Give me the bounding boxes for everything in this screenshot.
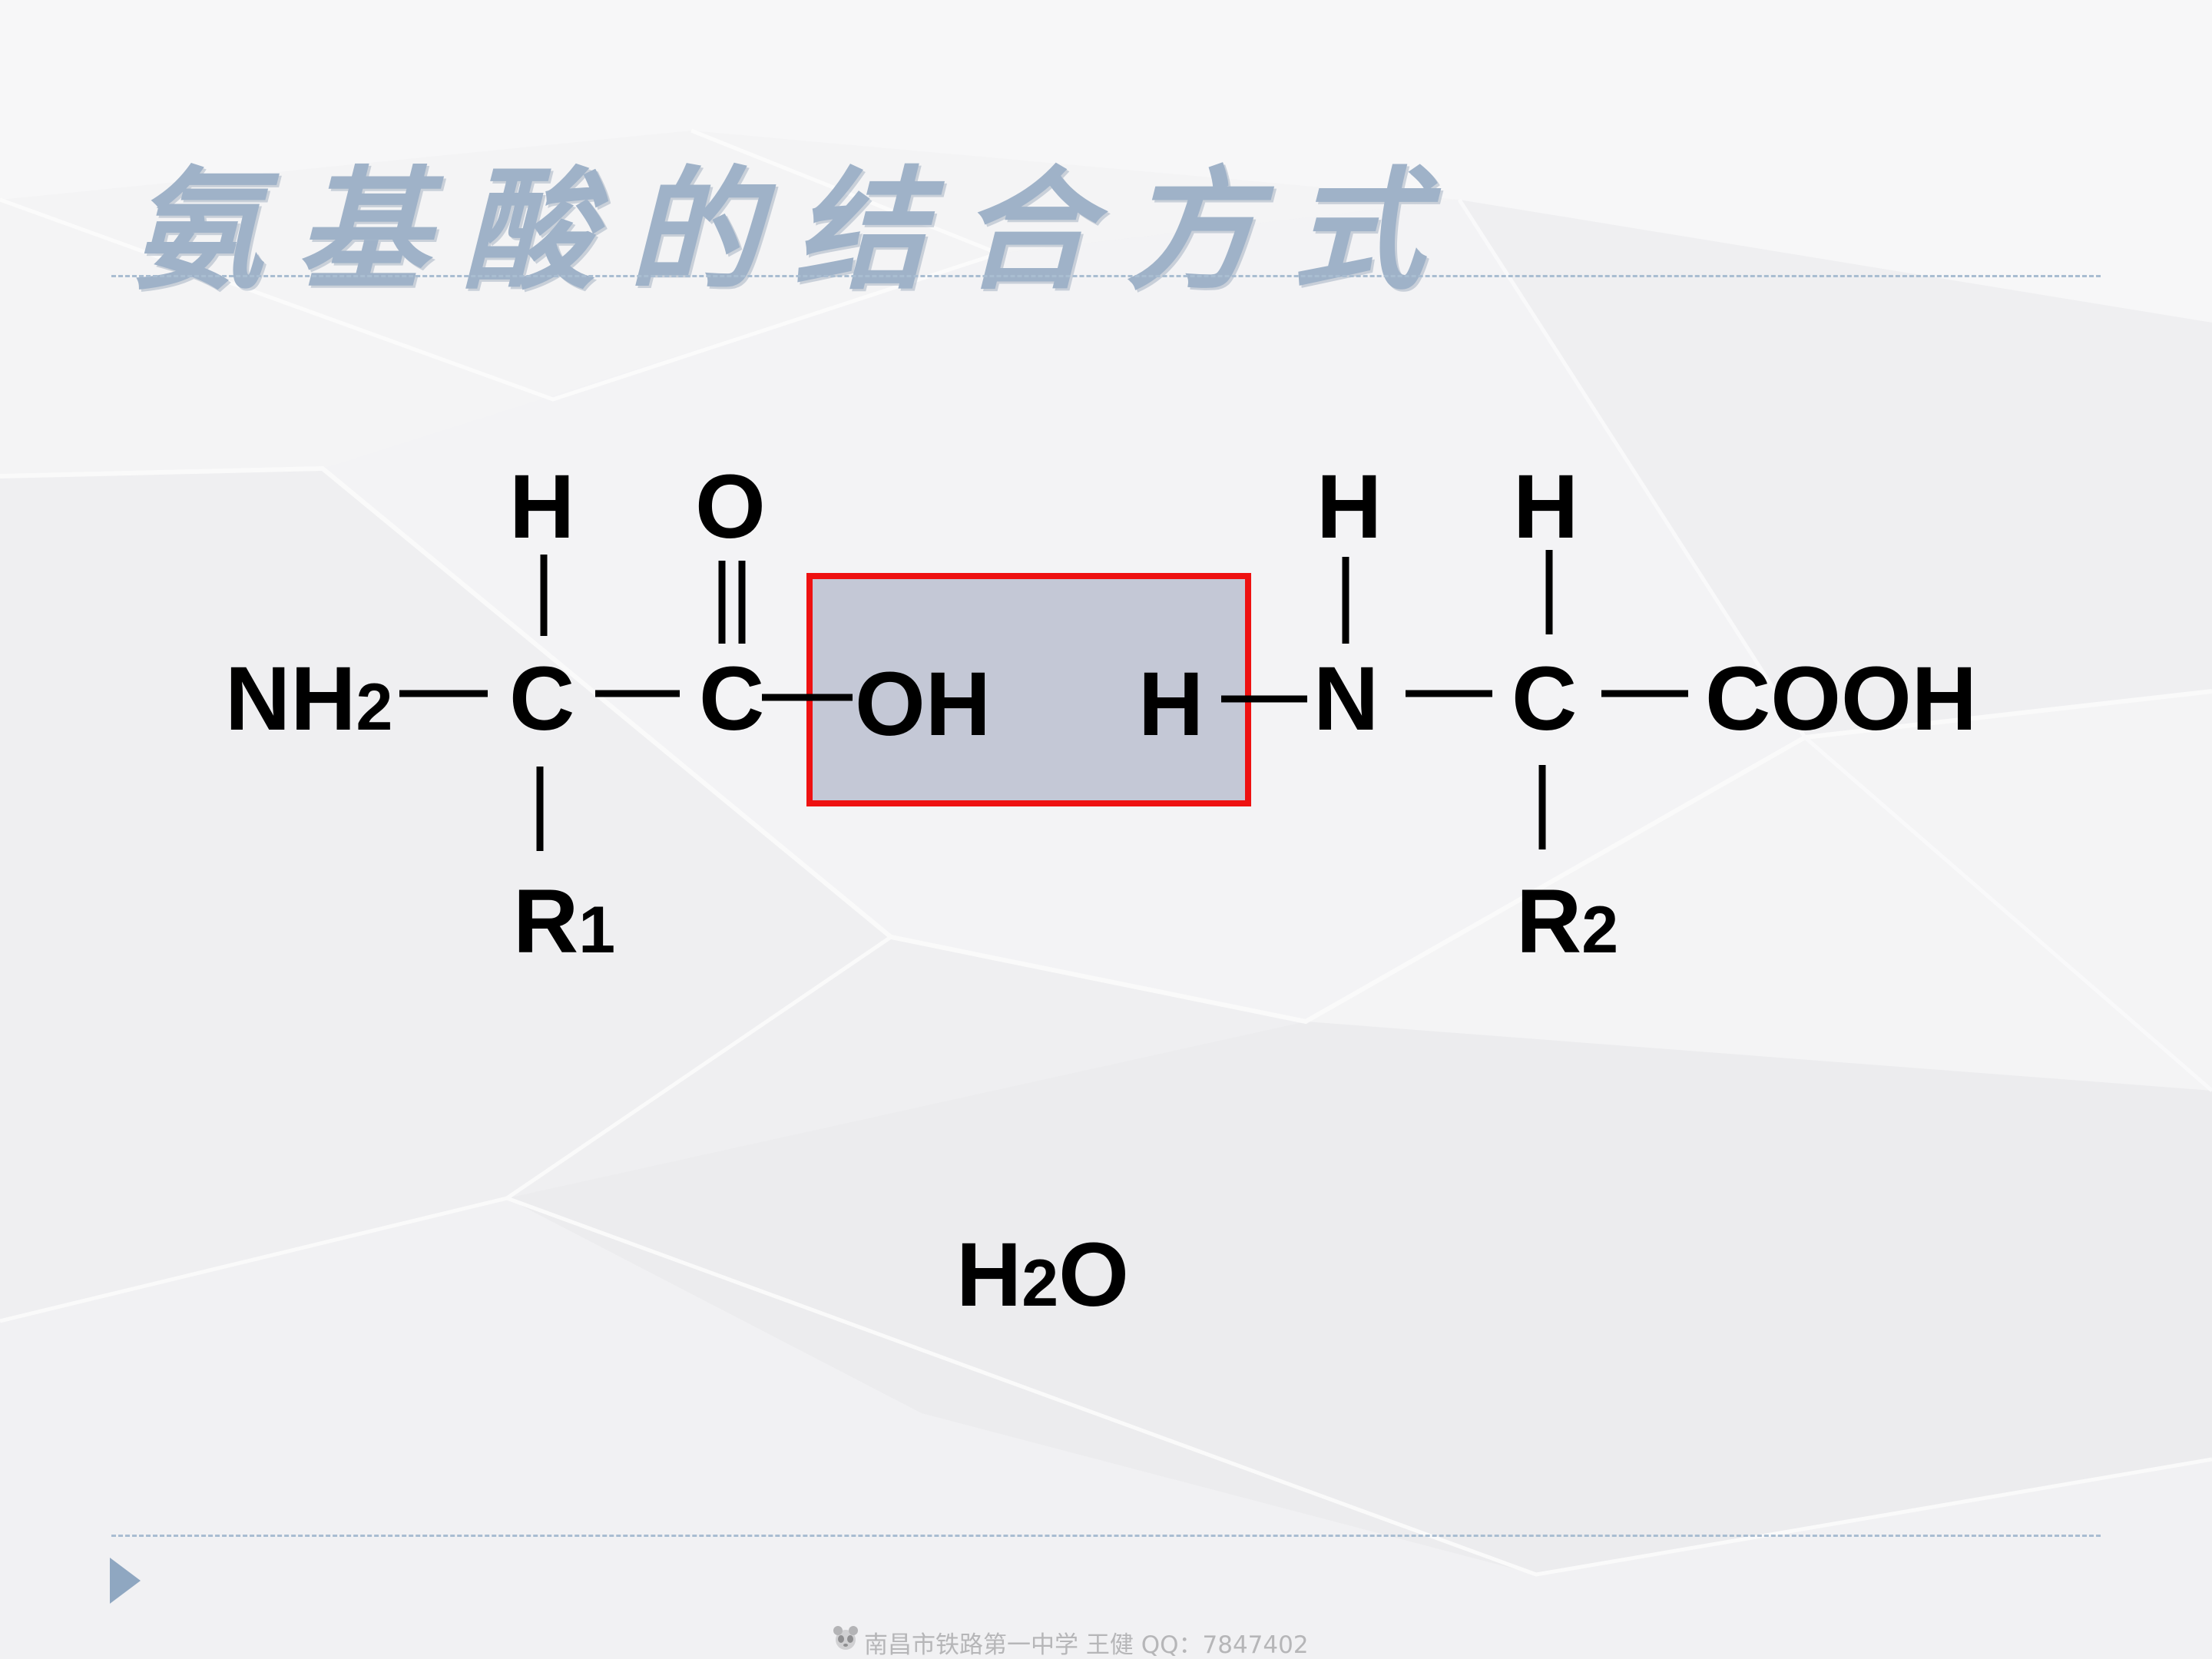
side-chain-r1: R1	[513, 871, 615, 972]
footer-credit: 南昌市铁路第一中学 王健 QQ：7847402	[864, 1631, 1309, 1659]
alpha-carbon-2: C	[1512, 648, 1577, 750]
carbonyl-carbon: C	[699, 648, 764, 750]
title-divider	[111, 275, 2101, 277]
alpha-carbon-2-hydrogen: H	[1513, 456, 1578, 558]
carboxyl-group: COOH	[1705, 648, 1977, 750]
play-icon[interactable]	[110, 1558, 141, 1604]
amine-nitrogen-hydrogen: H	[1316, 456, 1382, 558]
footer-divider	[111, 1535, 2101, 1537]
dehydration-highlight-box	[806, 573, 1251, 806]
alpha-carbon-1-hydrogen: H	[509, 456, 575, 558]
slide-title: 氨基酸的结合方式	[131, 152, 1458, 308]
panda-icon	[833, 1626, 858, 1650]
side-chain-r2: R2	[1516, 871, 1618, 972]
amine-nitrogen: N	[1313, 648, 1379, 750]
carbonyl-oxygen: O	[695, 456, 766, 558]
amino-group-label: NH2	[225, 648, 392, 750]
water-product: H2O	[956, 1224, 1129, 1326]
amine-hydrogen: H	[1138, 654, 1204, 755]
alpha-carbon-1: C	[509, 648, 575, 750]
hydroxyl-group: OH	[855, 654, 991, 755]
